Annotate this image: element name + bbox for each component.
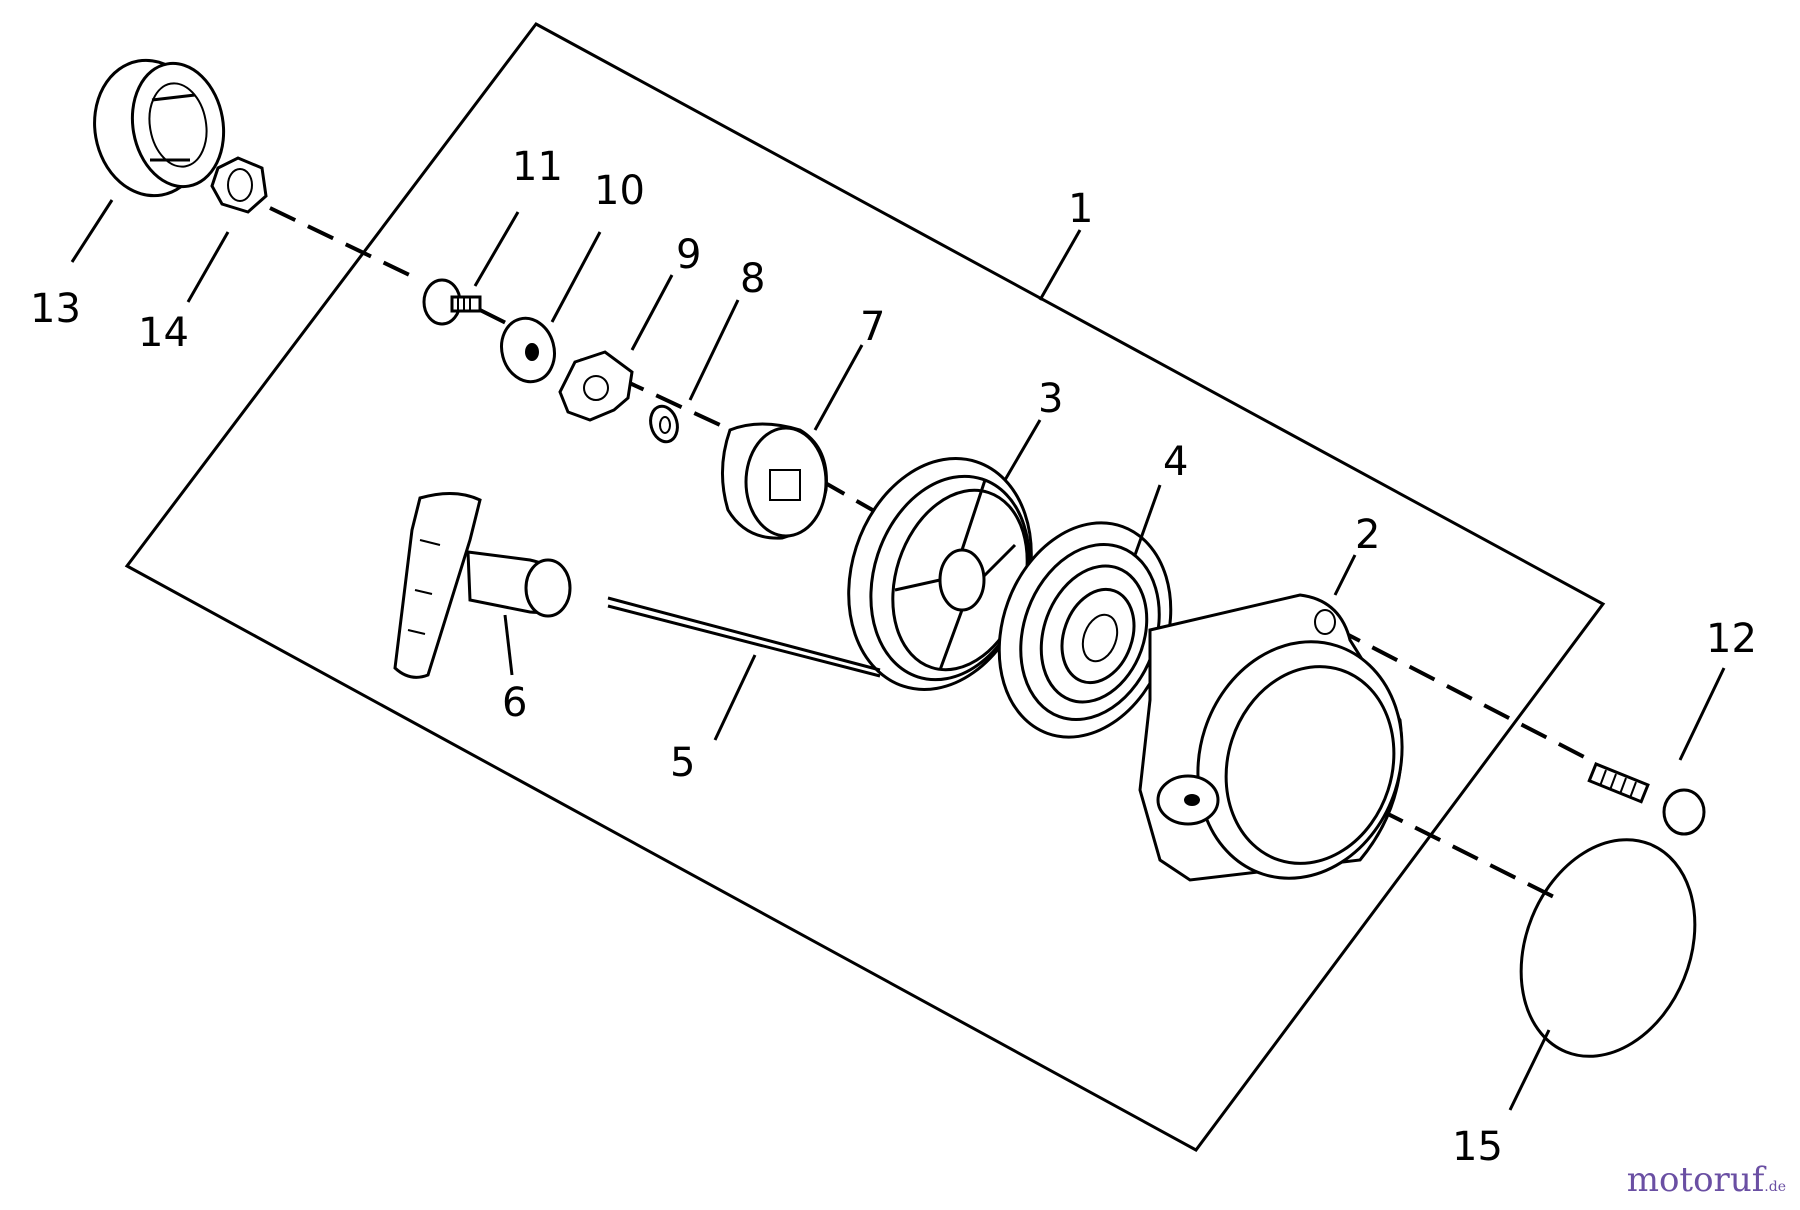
leader-6 — [503, 614, 514, 676]
watermark-text: motoruf — [1626, 1160, 1765, 1200]
leader-9 — [630, 274, 674, 351]
part-11-screw — [422, 278, 482, 326]
leader-5 — [713, 654, 757, 741]
leader-1 — [1038, 229, 1082, 301]
part-13-starter-cup — [93, 58, 226, 198]
leader-12 — [1678, 667, 1726, 761]
part-6-handle — [393, 492, 572, 679]
part-4-spring — [997, 521, 1173, 739]
leader-8 — [688, 299, 740, 401]
callout-11: 11 — [512, 144, 563, 190]
watermark-logo: motoruf.de — [1627, 1160, 1786, 1200]
watermark-tld: .de — [1764, 1179, 1786, 1195]
leader-11 — [473, 211, 520, 287]
bolt-axis-line — [1334, 626, 1591, 762]
callout-13: 13 — [30, 286, 81, 332]
callout-6: 6 — [502, 680, 527, 726]
part-7-ratchet-hub — [721, 422, 828, 540]
leader-3 — [1003, 419, 1042, 481]
part-8-ring — [649, 404, 679, 444]
part-2-housing — [1138, 593, 1404, 882]
callout-5: 5 — [670, 740, 695, 786]
assembly-axis-line — [269, 206, 891, 522]
leader-2 — [1333, 554, 1357, 596]
callout-14: 14 — [138, 310, 189, 356]
leader-14 — [186, 231, 230, 303]
callout-4: 4 — [1163, 439, 1188, 485]
callout-10: 10 — [594, 168, 645, 214]
callout-2: 2 — [1355, 512, 1380, 558]
part-10-washer — [500, 316, 556, 384]
part-14-nut — [210, 156, 268, 214]
leader-13 — [70, 199, 114, 263]
leader-7 — [813, 344, 864, 431]
part-9-ratchet-plate — [558, 350, 634, 422]
leader-lines — [70, 199, 1726, 1111]
callout-3: 3 — [1038, 376, 1063, 422]
part-5-rope — [607, 596, 881, 678]
part-12-bolt — [1587, 762, 1706, 836]
callout-12: 12 — [1706, 616, 1757, 662]
leader-10 — [550, 231, 602, 323]
leader-15 — [1508, 1029, 1551, 1111]
callout-15: 15 — [1452, 1124, 1503, 1170]
part-15-gasket — [1519, 838, 1697, 1058]
callout-1: 1 — [1068, 186, 1093, 232]
callout-7: 7 — [860, 304, 885, 350]
leader-4 — [1133, 484, 1162, 556]
callout-8: 8 — [740, 256, 765, 302]
callout-9: 9 — [676, 232, 701, 278]
assembly-frame — [124, 22, 1606, 1152]
